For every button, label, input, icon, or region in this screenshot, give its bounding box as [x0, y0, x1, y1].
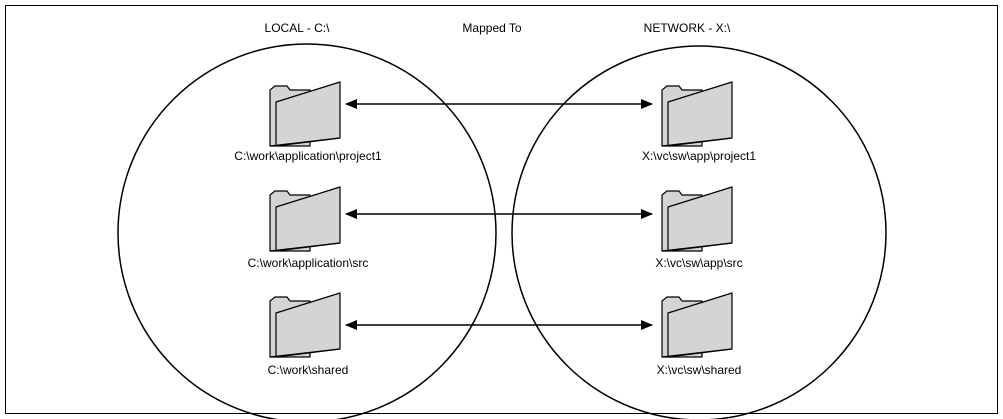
folder-icon: [269, 186, 341, 252]
network-folder-label: X:\vc\sw\app\project1: [642, 149, 756, 163]
mapped-to-header: Mapped To: [462, 21, 521, 35]
network-folder-label: X:\vc\sw\shared: [657, 363, 742, 377]
network-folder-shared[interactable]: X:\vc\sw\shared: [657, 292, 742, 377]
diagram-frame: [5, 5, 998, 414]
folder-icon: [661, 81, 733, 147]
network-folder-label: X:\vc\sw\app\src: [655, 256, 742, 270]
local-folder-label: C:\work\shared: [268, 363, 349, 377]
local-folder-label: C:\work\application\src: [248, 256, 369, 270]
local-drive-header: LOCAL - C:\: [265, 21, 331, 35]
local-folder-shared[interactable]: C:\work\shared: [268, 292, 349, 377]
folder-icon: [269, 292, 341, 358]
local-folder-label: C:\work\application\project1: [234, 149, 382, 163]
folder-icon: [661, 292, 733, 358]
folder-icon: [661, 186, 733, 252]
network-folder-project1[interactable]: X:\vc\sw\app\project1: [642, 81, 756, 163]
folder-icon: [269, 81, 341, 147]
local-folder-src[interactable]: C:\work\application\src: [248, 186, 369, 270]
network-drive-circle: [511, 45, 887, 419]
local-drive-circle: [117, 43, 497, 419]
local-folder-project1[interactable]: C:\work\application\project1: [234, 81, 382, 163]
network-folder-src[interactable]: X:\vc\sw\app\src: [655, 186, 743, 270]
network-drive-header: NETWORK - X:\: [644, 21, 731, 35]
